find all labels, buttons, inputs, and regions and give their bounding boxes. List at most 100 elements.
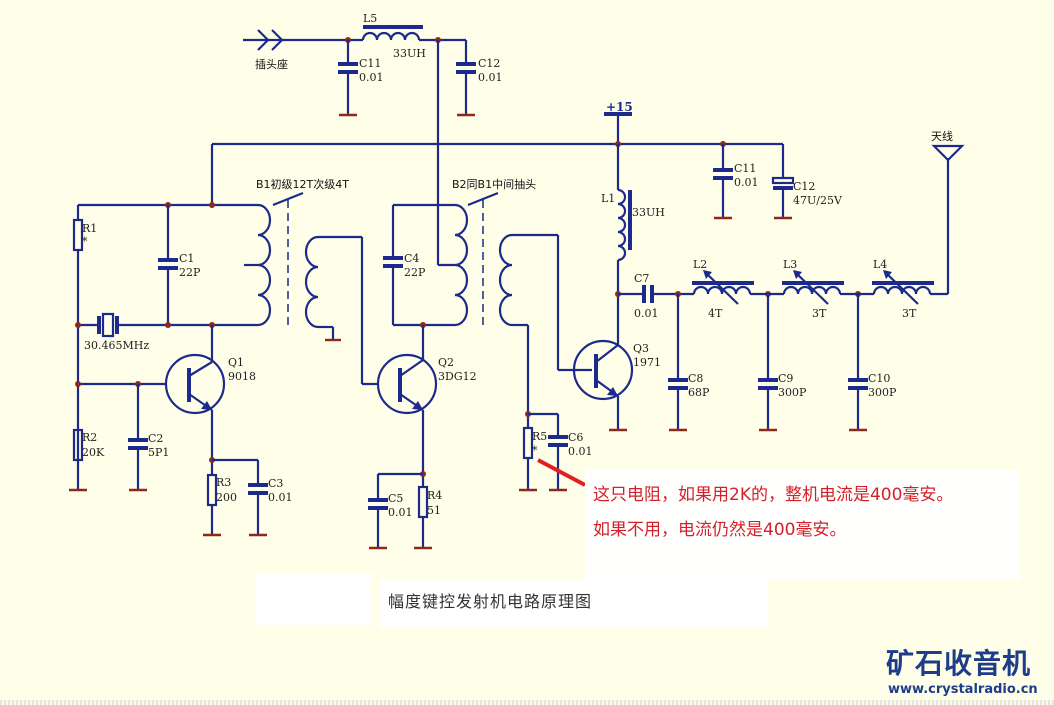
L2-ref: L2 bbox=[693, 258, 707, 271]
L2-value: 4T bbox=[708, 307, 723, 320]
C10-ref: C10 bbox=[868, 372, 890, 385]
C9-value: 300P bbox=[778, 386, 807, 399]
capacitor-C12-input: C12 0.01 bbox=[456, 40, 503, 117]
C3-value: 0.01 bbox=[268, 491, 293, 504]
capacitor-C11-supply: C11 0.01 bbox=[713, 144, 759, 220]
R1-ref: R1 bbox=[82, 222, 97, 235]
Q1-ref: Q1 bbox=[228, 356, 244, 369]
power-label: +15 bbox=[606, 100, 633, 114]
R1-value: * bbox=[82, 235, 88, 248]
Q2-ref: Q2 bbox=[438, 356, 454, 369]
power-rail: +15 bbox=[210, 100, 783, 205]
inductor-L5: L5 33UH bbox=[361, 12, 426, 60]
capacitor-C6: C6 0.01 bbox=[548, 414, 593, 492]
C6-ref: C6 bbox=[568, 431, 583, 444]
C7-value: 0.01 bbox=[634, 307, 659, 320]
capacitor-C9: C9 300P bbox=[758, 294, 807, 432]
C2-value: 5P1 bbox=[148, 446, 169, 459]
capacitor-C2: C2 5P1 bbox=[128, 384, 169, 492]
bottom-border bbox=[0, 700, 1054, 705]
C4-ref: C4 bbox=[404, 252, 419, 265]
L5-ref: L5 bbox=[363, 12, 377, 25]
capacitor-C10: C10 300P bbox=[848, 294, 897, 432]
C6-value: 0.01 bbox=[568, 445, 593, 458]
annotation-line-2: 如果不用，电流仍然是400毫安。 bbox=[593, 520, 847, 540]
diagram-title: 幅度键控发射机电路原理图 bbox=[388, 592, 593, 611]
resistor-R1: R1 * bbox=[72, 205, 97, 490]
R2-ref: R2 bbox=[82, 431, 97, 444]
L5-value: 33UH bbox=[393, 47, 426, 60]
Q2-value: 3DG12 bbox=[438, 370, 477, 383]
L4-ref: L4 bbox=[873, 258, 887, 271]
C11a-value: 0.01 bbox=[359, 71, 384, 84]
C11b-value: 0.01 bbox=[734, 176, 759, 189]
C1-ref: C1 bbox=[179, 252, 194, 265]
capacitor-C1: C1 22P bbox=[158, 205, 201, 325]
C2-ref: C2 bbox=[148, 432, 163, 445]
L3-value: 3T bbox=[812, 307, 827, 320]
capacitor-C11-input: C11 0.01 bbox=[338, 40, 384, 117]
crystal-X1: 30.465MHz bbox=[84, 312, 149, 352]
C7-ref: C7 bbox=[634, 272, 649, 285]
R4-ref: R4 bbox=[427, 489, 442, 502]
C1-value: 22P bbox=[179, 266, 201, 279]
connector-label: 插头座 bbox=[255, 57, 288, 71]
R5-ref: R5 bbox=[532, 430, 547, 443]
R2-value: 20K bbox=[82, 446, 105, 459]
title-backdrop-left bbox=[256, 573, 372, 625]
transistor-Q1: Q1 9018 bbox=[164, 353, 256, 415]
capacitor-C3: C3 0.01 bbox=[248, 460, 293, 537]
Q1-value: 9018 bbox=[228, 370, 256, 383]
C11a-ref: C11 bbox=[359, 57, 381, 70]
C8-ref: C8 bbox=[688, 372, 703, 385]
resistor-R4: R4 51 bbox=[414, 485, 442, 550]
inductor-L2: L2 4T bbox=[692, 258, 754, 320]
capacitor-C7: C7 0.01 bbox=[634, 272, 659, 320]
L4-value: 3T bbox=[902, 307, 917, 320]
transformer-B2: B2同B1中间抽头 bbox=[452, 177, 558, 327]
watermark-logo: 矿石收音机 bbox=[886, 647, 1032, 680]
C10-value: 300P bbox=[868, 386, 897, 399]
inductor-L3: L3 3T bbox=[782, 258, 844, 320]
capacitor-C4: C4 22P bbox=[383, 252, 426, 325]
C5-value: 0.01 bbox=[388, 506, 413, 519]
capacitor-C8: C8 68P bbox=[668, 294, 710, 432]
transistor-Q3: Q3 1971 bbox=[572, 339, 661, 401]
capacitor-C5: C5 0.01 bbox=[368, 474, 413, 550]
R3-ref: R3 bbox=[216, 476, 231, 489]
transformer-B1: B1初级12T次级4T bbox=[244, 177, 362, 342]
title-backdrop bbox=[380, 580, 768, 628]
annotation-pointer bbox=[537, 458, 586, 487]
R4-value: 51 bbox=[427, 504, 441, 517]
L1-value: 33UH bbox=[632, 206, 665, 219]
resistor-R2: R2 20K bbox=[69, 428, 105, 492]
resistor-R5: R5 * bbox=[519, 426, 547, 492]
B1-note: B1初级12T次级4T bbox=[256, 177, 349, 191]
inductor-L4: L4 3T bbox=[872, 258, 934, 320]
R3-value: 200 bbox=[216, 491, 237, 504]
C8-value: 68P bbox=[688, 386, 710, 399]
resistor-R3: R3 200 bbox=[203, 473, 237, 537]
antenna-icon: 天线 bbox=[931, 129, 965, 162]
annotation-line-1: 这只电阻，如果用2K的，整机电流是400毫安。 bbox=[593, 485, 954, 505]
inductor-L1: L1 33UH bbox=[601, 188, 665, 262]
Q3-value: 1971 bbox=[633, 356, 661, 369]
Q3-ref: Q3 bbox=[633, 342, 649, 355]
watermark-url: www.crystalradio.cn bbox=[888, 682, 1038, 697]
input-connector: 插头座 bbox=[243, 29, 290, 71]
capacitor-C12-electrolytic: C12 47U/25V bbox=[771, 144, 843, 220]
transistor-Q2: Q2 3DG12 bbox=[376, 353, 477, 415]
R5-value: * bbox=[532, 444, 538, 457]
C12b-ref: C12 bbox=[793, 180, 815, 193]
C5-ref: C5 bbox=[388, 492, 403, 505]
L1-ref: L1 bbox=[601, 192, 615, 205]
C3-ref: C3 bbox=[268, 477, 283, 490]
antenna-label: 天线 bbox=[931, 129, 953, 143]
C12a-value: 0.01 bbox=[478, 71, 503, 84]
C12a-ref: C12 bbox=[478, 57, 500, 70]
C9-ref: C9 bbox=[778, 372, 793, 385]
annotation-box bbox=[585, 470, 1020, 580]
C12b-value: 47U/25V bbox=[793, 194, 843, 207]
L3-ref: L3 bbox=[783, 258, 797, 271]
